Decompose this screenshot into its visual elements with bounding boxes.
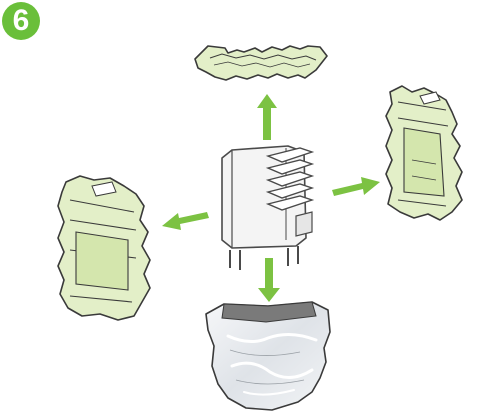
top-foam-insert	[194, 45, 328, 81]
output-bin-trays	[265, 147, 315, 211]
right-foam-insert	[385, 85, 463, 221]
step-number-badge: 6	[2, 2, 40, 40]
arrow-down-icon	[258, 258, 280, 302]
arrow-up-icon	[257, 94, 277, 140]
arrow-left-icon	[162, 212, 209, 230]
mailbox-device	[221, 145, 315, 270]
arrow-right-icon	[332, 177, 380, 196]
plastic-bag	[205, 301, 331, 411]
left-foam-insert	[57, 175, 151, 321]
